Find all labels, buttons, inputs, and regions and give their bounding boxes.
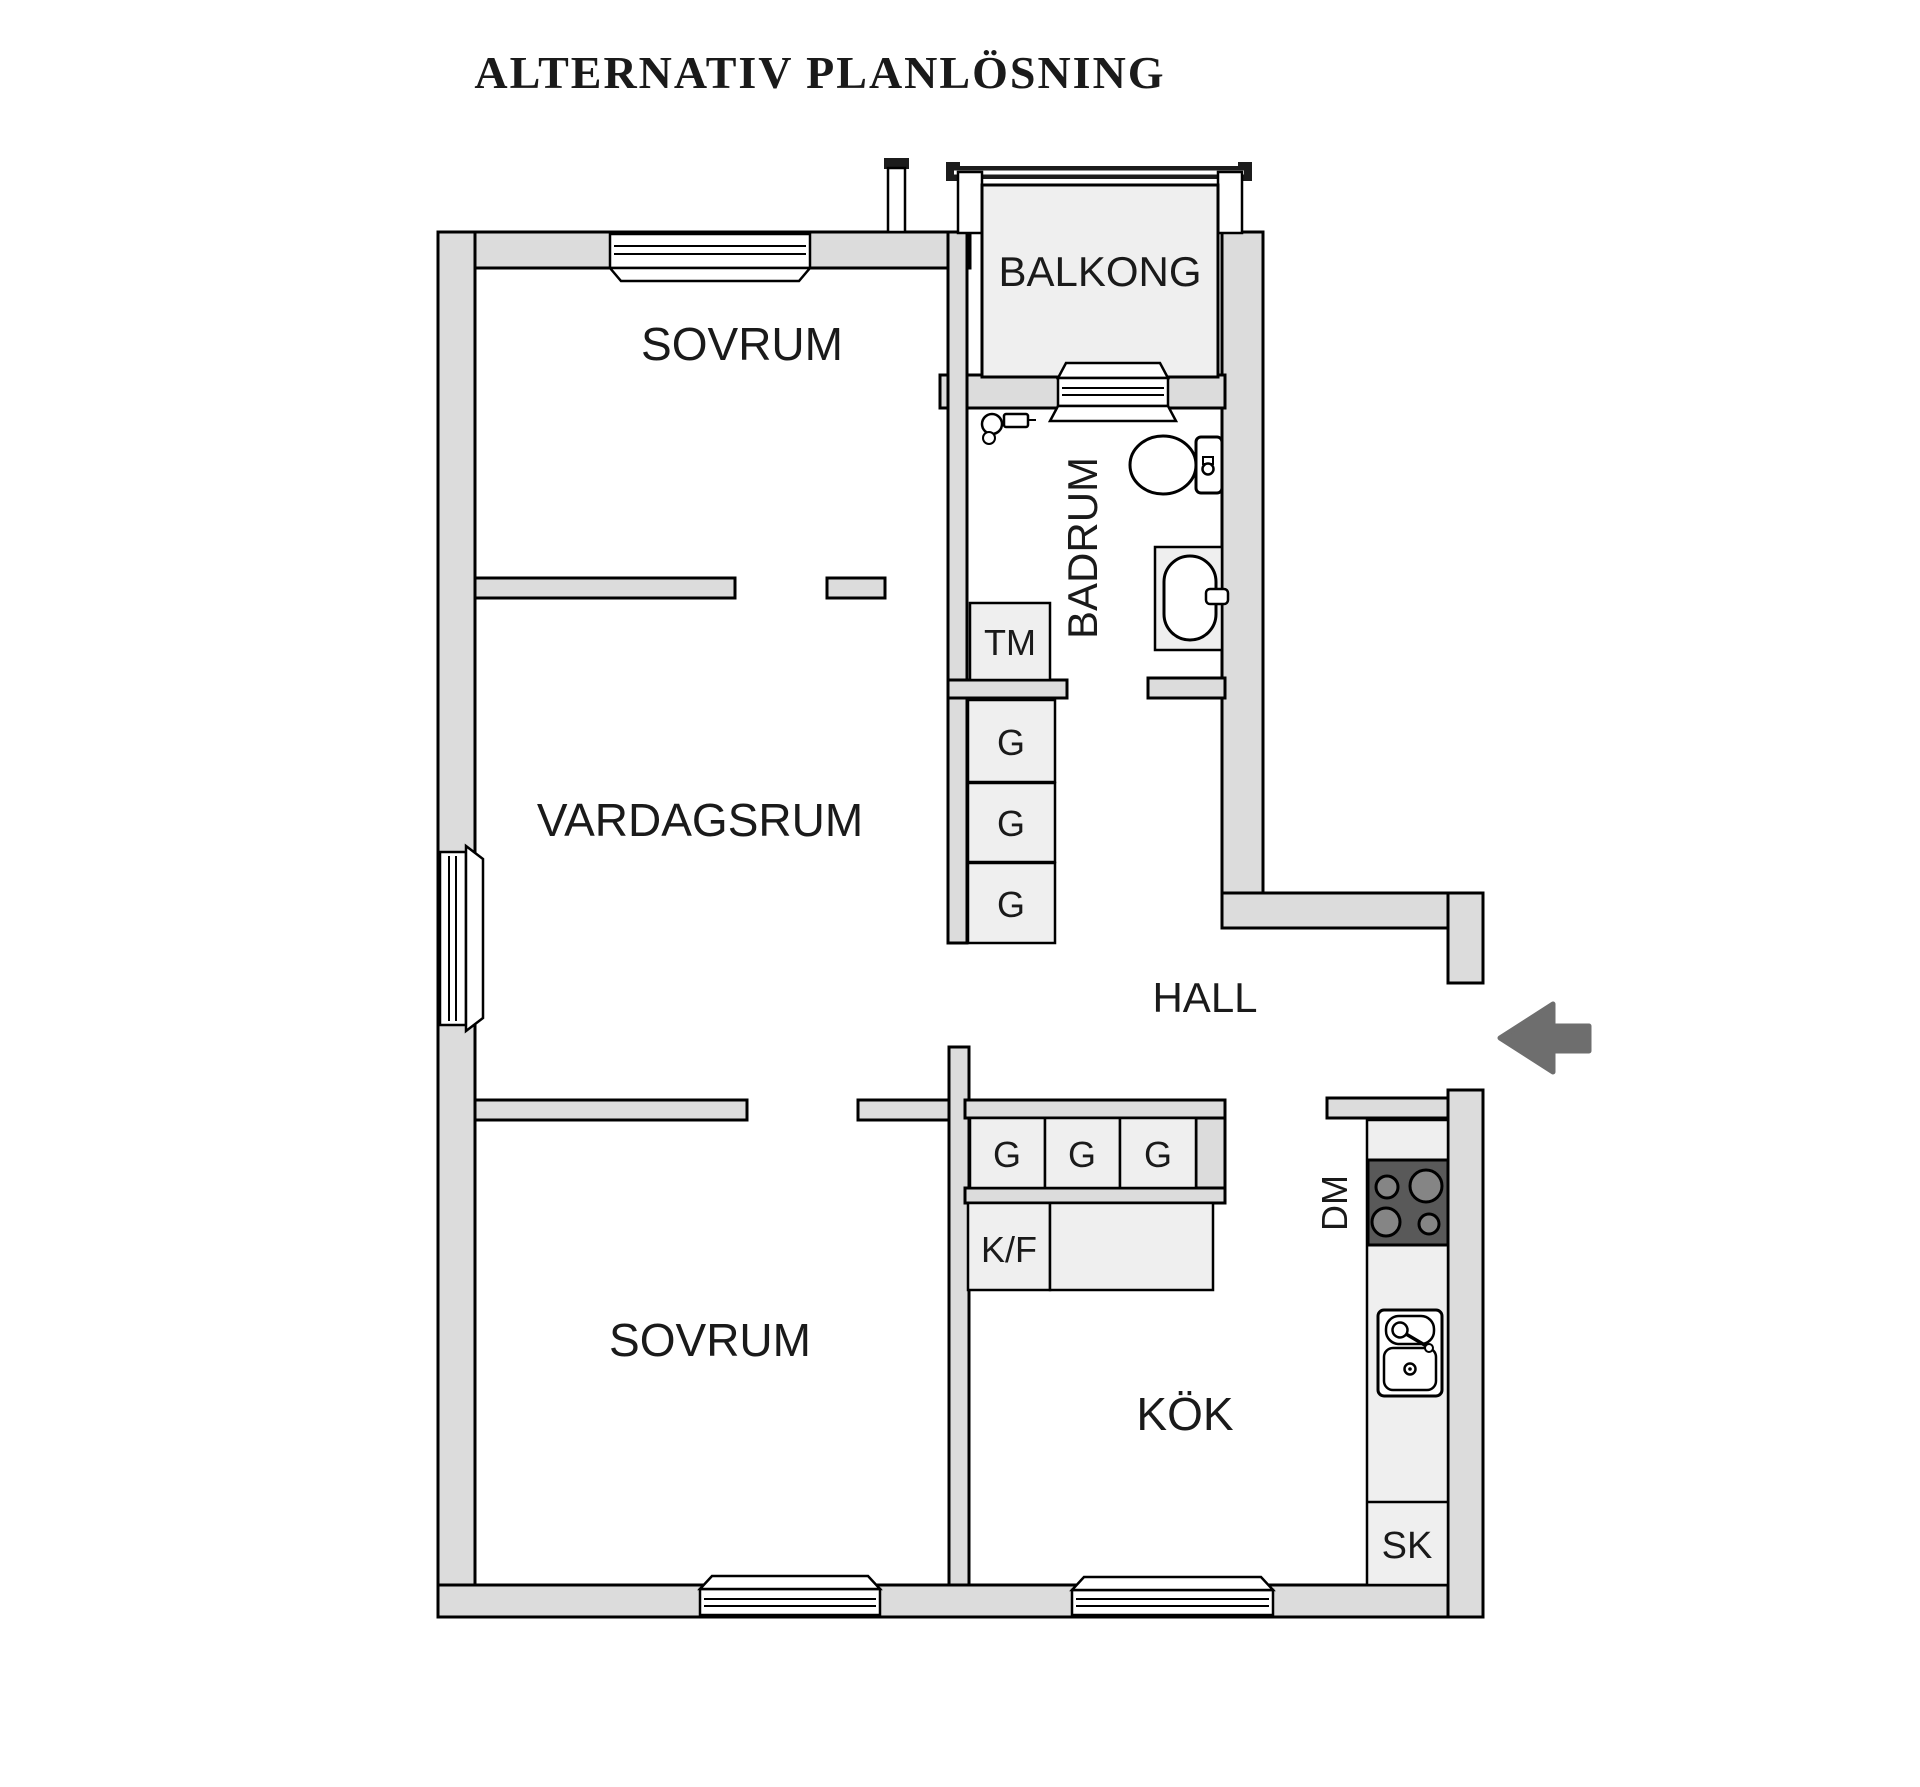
room-label-bathroom: BADRUM [1059, 457, 1106, 639]
label-wardrobe-row-2: G [1068, 1134, 1096, 1175]
wall-bottom [436, 1583, 1485, 1619]
window-icon-bedroom-bottom [697, 1574, 883, 1617]
wall-divider1-stub [825, 576, 887, 600]
label-dishwasher: DM [1314, 1175, 1355, 1231]
kitchen-sink-icon [1376, 1308, 1444, 1398]
page-title: ALTERNATIV PLANLÖSNING [474, 47, 1165, 98]
label-wardrobe-col-3: G [997, 884, 1025, 925]
fridge-freezer-box [966, 1201, 1052, 1292]
wall-mid-vertical [946, 230, 969, 945]
wall-kitchen-divider [947, 1045, 971, 1587]
washing-machine-box [968, 601, 1052, 682]
entrance-arrow-icon [1497, 1001, 1592, 1075]
balcony-side-screen [886, 166, 907, 234]
windows [438, 232, 1276, 1617]
wardrobe-col-box-1 [966, 698, 1057, 784]
room-label-balcony: BALKONG [998, 248, 1201, 295]
wall-right-upper [1220, 230, 1265, 930]
kitchen-bench-box [1048, 1201, 1215, 1292]
shower-mixer-icon [980, 412, 1036, 445]
walls [436, 230, 1485, 1619]
label-wardrobe-col-2: G [997, 803, 1025, 844]
toilet-icon [1128, 434, 1224, 496]
wall-kitchen-top-left [963, 1098, 1227, 1120]
balcony-side-wall-right [1216, 170, 1244, 235]
wall-divider2-right [856, 1098, 951, 1122]
label-wardrobe-col-1: G [997, 722, 1025, 763]
stove-burners [1370, 1168, 1444, 1238]
window-icon-bedroom-top [607, 232, 813, 283]
balcony-railing-stripe [954, 170, 1244, 175]
room-label-living-room: VARDAGSRUM [537, 794, 863, 846]
wardrobe-row-box-3 [1118, 1116, 1198, 1190]
wall-divider1-left [473, 576, 737, 600]
wardrobe-col-box-2 [966, 781, 1057, 864]
wall-hall-top [1220, 891, 1485, 930]
room-label-hall: HALL [1152, 974, 1257, 1021]
room-label-bedroom-bottom: SOVRUM [609, 1314, 811, 1366]
balcony-door-icon [1047, 361, 1179, 423]
labels: ALTERNATIV PLANLÖSNING SOVRUM BALKONG BA… [474, 47, 1432, 1567]
wall-kitchen-top-right [1325, 1096, 1450, 1120]
label-cabinet: SK [1382, 1525, 1433, 1567]
balcony-railing-icon [884, 158, 1252, 181]
room-label-bedroom-top: SOVRUM [641, 318, 843, 370]
window-icon-kitchen [1069, 1575, 1276, 1617]
wall-grow-bottom-band [963, 1186, 1227, 1205]
balcony-side-wall-left [956, 170, 984, 235]
wall-entry-stub [1446, 891, 1485, 985]
wardrobe-row-box-1 [968, 1116, 1047, 1190]
wall-right-lower [1446, 1088, 1485, 1619]
stove-icon [1366, 1158, 1450, 1247]
wall-badrum-door-side [1146, 676, 1227, 700]
label-washing-machine: TM [984, 622, 1036, 663]
wall-divider2-left [473, 1098, 749, 1122]
wall-tm-bottom [946, 678, 1069, 700]
fixtures [980, 412, 1450, 1398]
label-fridge-freezer: K/F [981, 1229, 1037, 1270]
label-wardrobe-row-1: G [993, 1134, 1021, 1175]
label-wardrobe-row-3: G [1144, 1134, 1172, 1175]
wardrobe-col-box-3 [966, 861, 1057, 945]
room-label-kitchen: KÖK [1136, 1388, 1233, 1440]
bathroom-sink-icon [1162, 554, 1230, 642]
window-icon-livingroom-left [438, 843, 485, 1034]
